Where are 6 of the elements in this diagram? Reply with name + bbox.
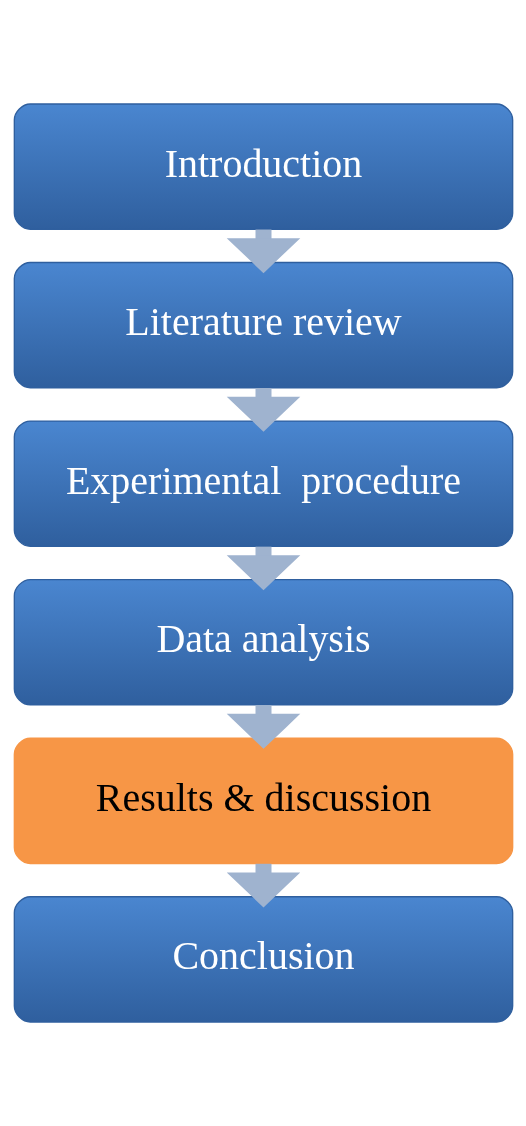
node-box: Conclusion <box>13 896 513 1023</box>
node-box: Data analysis <box>13 579 513 706</box>
node-box: Results & discussion <box>13 737 513 865</box>
node-box: Literature review <box>13 261 513 389</box>
node-box: Experimental procedure <box>13 420 513 547</box>
node-box: Introduction <box>13 103 513 230</box>
